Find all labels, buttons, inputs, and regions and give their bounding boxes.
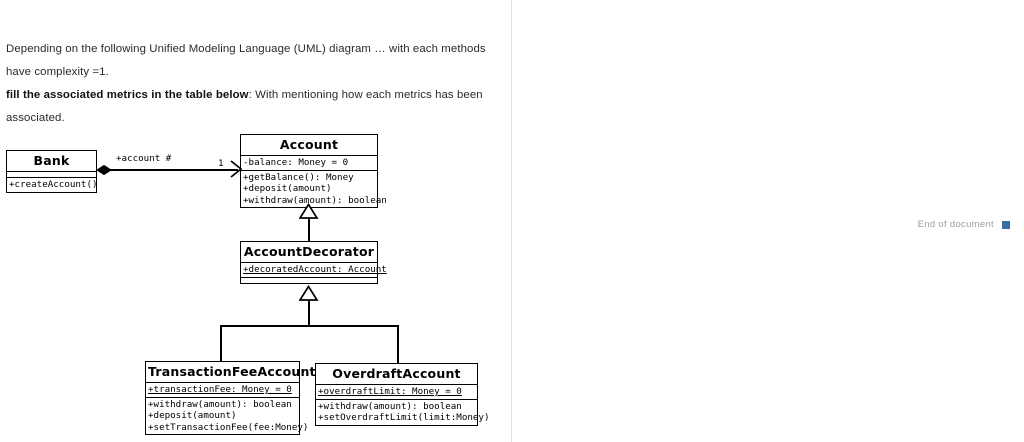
uml-class-bank-methods: +createAccount() — [7, 177, 98, 192]
uml-class-account-decorator-methods — [241, 276, 377, 283]
end-of-document-label: End of document — [917, 219, 994, 230]
composition-diamond-icon — [96, 164, 112, 176]
uml-class-overdraft-account-title: OverdraftAccount — [332, 366, 461, 381]
uml-member: +withdraw(amount): boolean — [148, 398, 292, 410]
question-line-1: Depending on the following Unified Model… — [6, 43, 486, 55]
question-line-3-rest: : With mentioning how each metrics has b… — [248, 89, 483, 101]
generalization-triangle-icon — [299, 285, 319, 301]
question-line-3: fill the associated metrics in the table… — [6, 84, 486, 107]
uml-member: +transactionFee: Money = 0 — [148, 384, 292, 395]
uml-member: +withdraw(amount): boolean — [243, 194, 387, 206]
uml-member: +withdraw(amount): boolean — [318, 400, 462, 412]
generalization-branch-transaction-fee — [220, 325, 222, 362]
uml-member: +setTransactionFee(fee:Money) — [148, 421, 309, 433]
question-line-4: associated. — [6, 112, 65, 124]
association-line-bank-account — [104, 169, 238, 171]
uml-class-account-title: Account — [279, 137, 339, 152]
uml-class-account-decorator-attributes: +decoratedAccount: Account — [241, 262, 387, 277]
uml-class-diagram: Bank +createAccount() Account -balance: … — [0, 0, 511, 442]
question-line-2: have complexity =1. — [6, 66, 109, 78]
uml-class-account: Account -balance: Money = 0 +getBalance(… — [240, 134, 387, 209]
uml-class-bank-attributes — [7, 171, 96, 177]
uml-class-bank: Bank +createAccount() — [6, 150, 98, 193]
uml-class-overdraft-account-attributes: +overdraftLimit: Money = 0 — [316, 384, 477, 399]
generalization-line-subclasses-decorator — [308, 300, 310, 326]
uml-member: +overdraftLimit: Money = 0 — [318, 386, 462, 397]
end-of-document-indicator: End of document — [918, 219, 1010, 230]
uml-class-account-attributes: -balance: Money = 0 — [241, 155, 377, 170]
uml-class-transaction-fee-account: TransactionFeeAccount +transactionFee: M… — [145, 361, 316, 436]
uml-class-transaction-fee-account-methods: +withdraw(amount): boolean +deposit(amou… — [146, 396, 309, 435]
uml-class-account-decorator-title: AccountDecorator — [243, 244, 375, 259]
uml-class-overdraft-account: OverdraftAccount +overdraftLimit: Money … — [315, 363, 490, 426]
generalization-branch-horizontal — [220, 325, 399, 327]
question-text-block: Depending on the following Unified Model… — [6, 38, 486, 130]
uml-class-bank-title: Bank — [33, 153, 70, 168]
uml-member: +deposit(amount) — [148, 410, 237, 422]
generalization-line-decorator-account — [308, 218, 310, 241]
association-role-label: +account # — [116, 153, 172, 164]
uml-member: -balance: Money = 0 — [243, 157, 349, 168]
end-of-document-marker-icon — [1002, 220, 1010, 229]
generalization-triangle-icon — [299, 203, 319, 219]
uml-class-account-decorator: AccountDecorator +decoratedAccount: Acco… — [240, 241, 387, 284]
association-multiplicity-label: 1 — [218, 158, 224, 169]
uml-member: +decoratedAccount: Account — [243, 264, 387, 275]
document-left-page: Depending on the following Unified Model… — [0, 0, 511, 442]
question-line-3-bold: fill the associated metrics in the table… — [6, 89, 249, 101]
page-divider — [511, 0, 512, 442]
uml-member: +setOverdraftLimit(limit:Money) — [318, 412, 490, 424]
document-right-page: Metric Bank Account AccountDecorator Tra… — [512, 0, 1024, 442]
uml-class-account-methods: +getBalance(): Money +deposit(amount) +w… — [241, 169, 387, 208]
uml-member: +deposit(amount) — [243, 183, 332, 195]
uml-member: +getBalance(): Money — [243, 171, 354, 183]
generalization-branch-overdraft — [397, 325, 399, 364]
open-arrowhead-icon — [230, 160, 243, 178]
uml-class-transaction-fee-account-attributes: +transactionFee: Money = 0 — [146, 382, 299, 397]
uml-class-overdraft-account-methods: +withdraw(amount): boolean +setOverdraft… — [316, 398, 490, 425]
uml-class-transaction-fee-account-title: TransactionFeeAccount — [148, 364, 316, 379]
uml-member: +createAccount() — [9, 179, 98, 190]
